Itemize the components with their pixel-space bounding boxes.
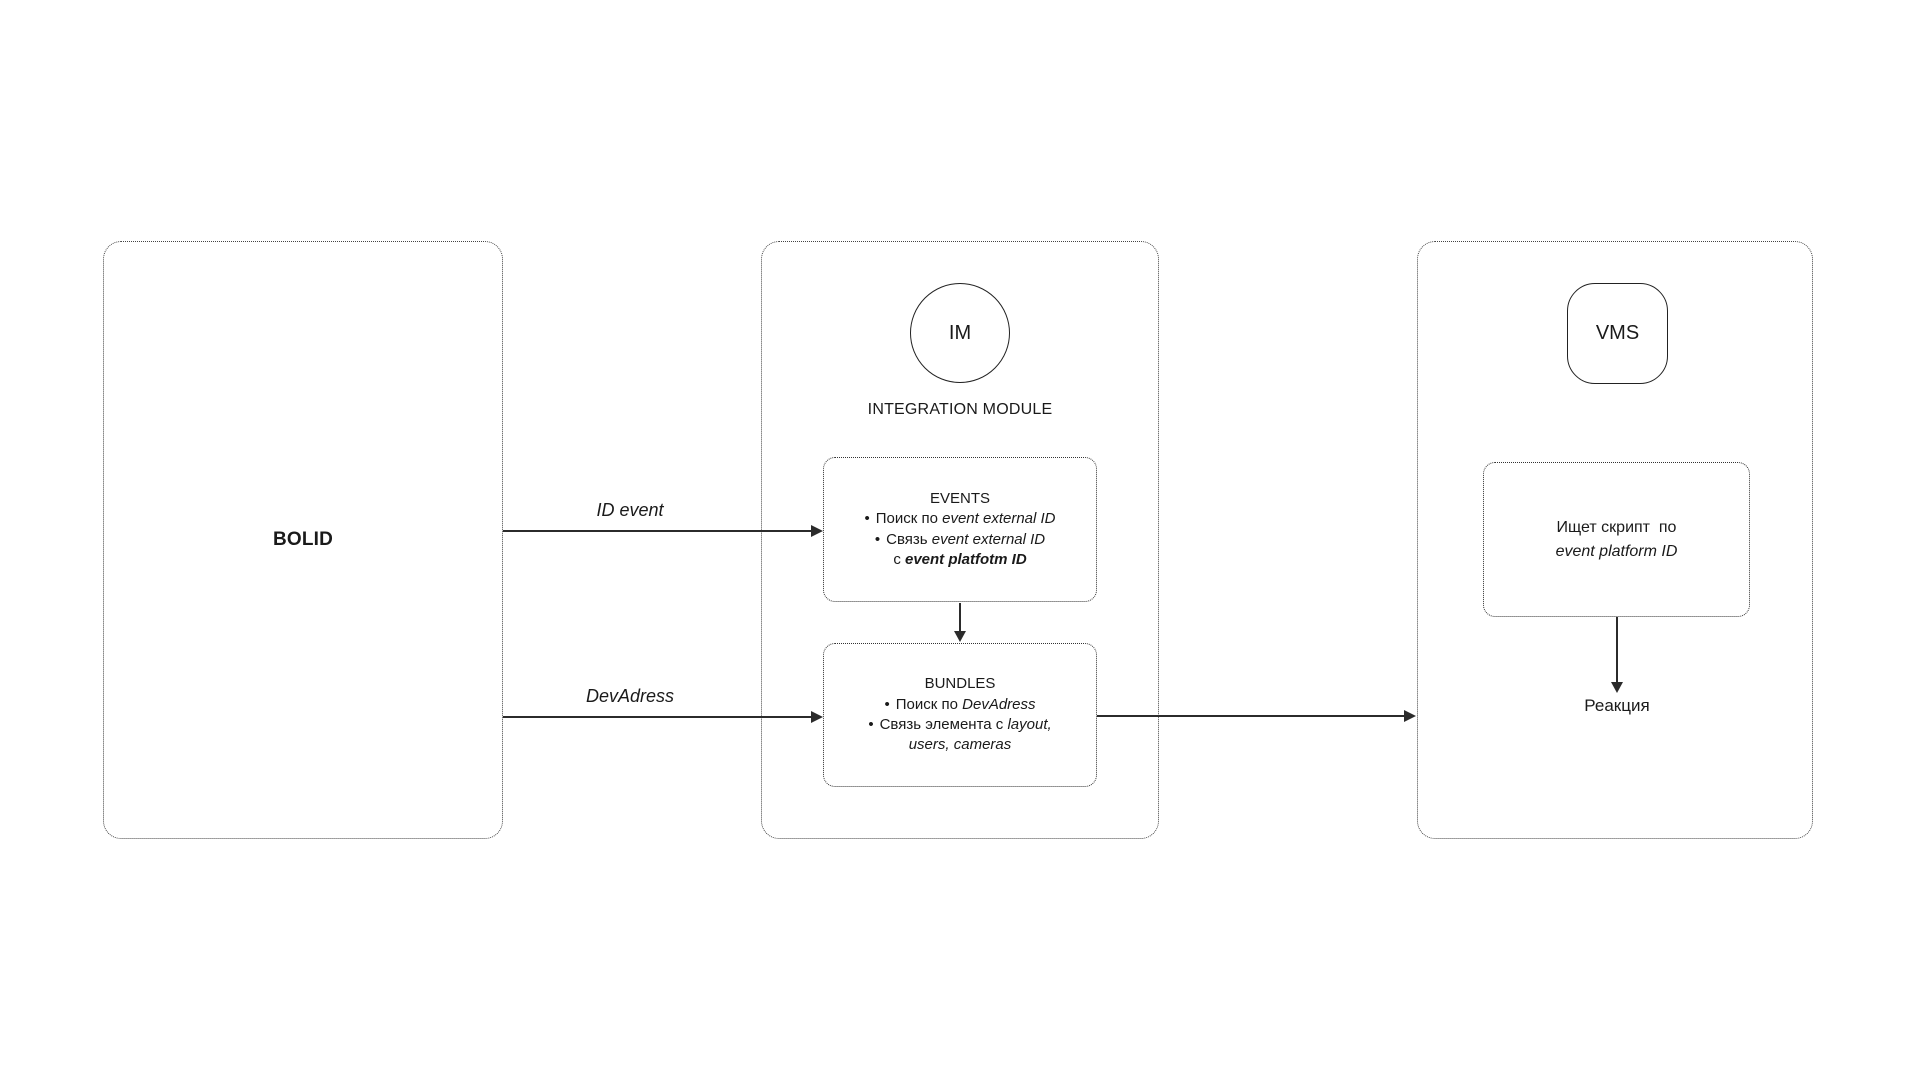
bolid-container: BOLID xyxy=(103,241,503,839)
script-line-1: Ищет скрипт по xyxy=(1556,519,1677,537)
bundles-item-1: • Поиск по DevAdress xyxy=(885,695,1036,715)
events-item-1-italic: event external ID xyxy=(942,510,1056,528)
events-item-1: • Поиск по event external ID xyxy=(864,509,1055,529)
bullet-icon: • xyxy=(874,530,881,548)
bullet-icon: • xyxy=(864,510,870,528)
events-to-bundles-arrowhead-icon xyxy=(954,631,966,642)
script-to-reaction-arrowhead-icon xyxy=(1611,682,1623,693)
events-title: EVENTS xyxy=(929,489,990,507)
bullet-icon: • xyxy=(884,695,890,713)
devadress-arrowhead-icon xyxy=(811,711,823,723)
bundles-item-3-italic: users, cameras xyxy=(908,736,1012,754)
events-box: EVENTS • Поиск по event external ID • Связ… xyxy=(823,457,1097,602)
events-item-2: • Связь event external ID xyxy=(875,530,1045,550)
script-box: Ищет скрипт по event platform ID xyxy=(1483,462,1750,617)
bundles-to-vms-arrowhead-icon xyxy=(1404,710,1416,722)
events-item-3: с event platfotm ID xyxy=(893,550,1026,570)
bundles-item-2-text: Связь элемента с xyxy=(879,716,1008,733)
bundles-item-1-text: Поиск по xyxy=(895,695,963,713)
events-item-3-bold-italic: event platfotm ID xyxy=(904,550,1027,568)
devadress-arrow-label: DevAdress xyxy=(585,686,675,706)
bundles-box: BUNDLES • Поиск по DevAdress • Связь элеме… xyxy=(823,643,1097,787)
bundles-to-vms-arrow-line xyxy=(1097,715,1405,717)
bundles-item-2: • Связь элемента с layout, xyxy=(868,715,1051,735)
im-badge-label: IM xyxy=(948,321,972,344)
events-item-2-italic: event external ID xyxy=(931,530,1046,548)
script-line-2: event platform ID xyxy=(1555,542,1678,560)
bundles-item-3: users, cameras xyxy=(909,735,1012,755)
id-event-arrow-line xyxy=(503,530,812,532)
vms-badge-square: VMS xyxy=(1567,283,1668,384)
events-item-3-text: с xyxy=(893,550,905,568)
reaction-label: Реакция xyxy=(1584,696,1650,715)
script-to-reaction-arrow-line xyxy=(1616,617,1618,683)
devadress-arrow-line xyxy=(503,716,812,718)
events-to-bundles-arrow-line xyxy=(959,603,961,632)
events-item-1-text: Поиск по xyxy=(875,510,943,528)
bundles-item-2-italic: layout, xyxy=(1007,716,1052,733)
vms-badge-label: VMS xyxy=(1595,322,1640,344)
bolid-title: BOLID xyxy=(272,529,334,550)
im-badge-circle: IM xyxy=(910,283,1010,383)
id-event-arrow-label: ID event xyxy=(596,500,664,520)
bullet-icon: • xyxy=(868,716,874,733)
events-item-2-text: Связь xyxy=(886,530,932,548)
bundles-item-1-italic: DevAdress xyxy=(962,695,1036,713)
integration-module-caption: INTEGRATION MODULE xyxy=(867,401,1053,418)
bundles-title: BUNDLES xyxy=(924,675,996,693)
id-event-arrowhead-icon xyxy=(811,525,823,537)
